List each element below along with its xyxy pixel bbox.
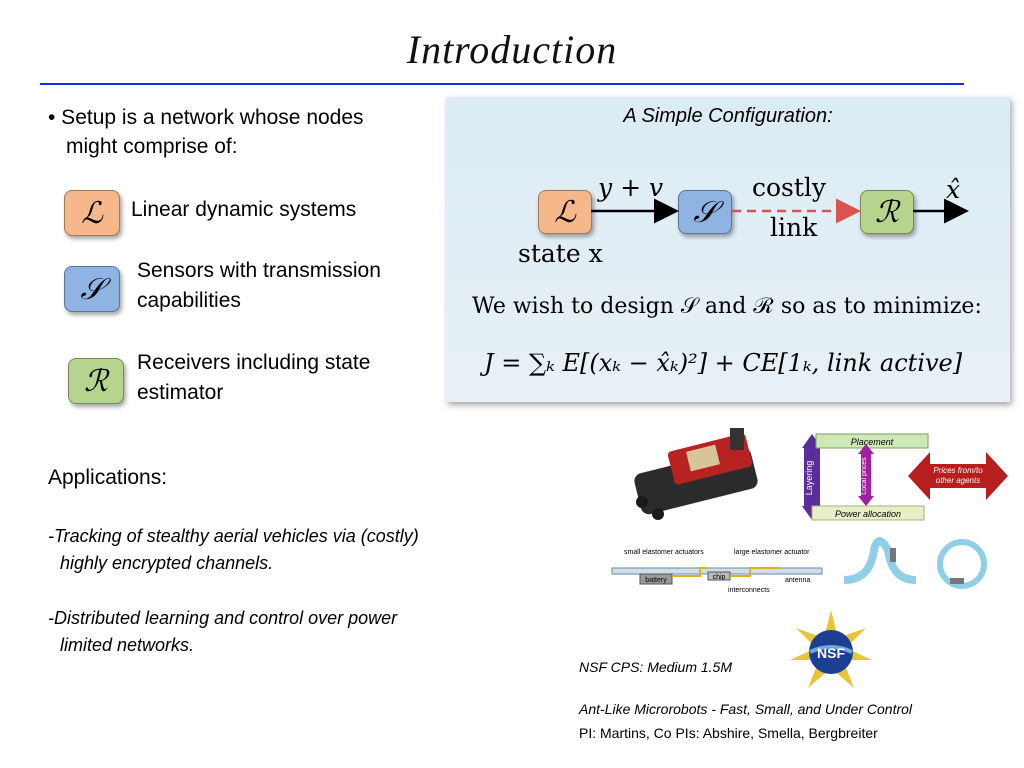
nsf-funding: NSF CPS: Medium 1.5M: [579, 659, 733, 675]
layering-text: Layering: [804, 461, 814, 496]
application-item-2-line-1: -Distributed learning and control over p…: [48, 608, 398, 628]
sensor-label-line-1: Sensors with transmission: [137, 259, 381, 282]
application-item-1-line-2: highly encrypted channels.: [60, 553, 274, 573]
large-actuator-label: large elastomer actuator: [734, 549, 810, 556]
panel-title: A Simple Configuration:: [623, 105, 833, 127]
objective-text: We wish to design 𝒮 and ℛ so as to minim…: [472, 294, 982, 319]
receiver-icon: ℛ: [68, 358, 124, 404]
cost-formula: J = ∑ₖ E[(xₖ − x̂ₖ)²] + CE[1ₖ, link acti…: [484, 349, 963, 377]
application-item-2: -Distributed learning and control over p…: [48, 605, 397, 659]
receiver-label-line-1: Receivers including state: [137, 351, 371, 374]
local-prices-arrow: [858, 444, 874, 506]
ring-actuator: [937, 539, 987, 589]
svg-text:Prices from/to: Prices from/to: [933, 466, 983, 475]
local-prices-text: Local prices: [861, 457, 868, 495]
application-item-2-line-2: limited networks.: [60, 635, 195, 655]
antenna-label: antenna: [785, 577, 810, 584]
interconnects-label: interconnects: [728, 587, 770, 594]
link-label: link: [770, 213, 818, 242]
diagram-node-r: ℛ: [860, 190, 914, 234]
applications-heading: Applications:: [48, 466, 168, 489]
placement-text: Placement: [851, 437, 894, 447]
title-underline: [40, 83, 964, 85]
power-allocation-text: Power allocation: [835, 509, 901, 519]
small-actuator-label: small elastomer actuators: [624, 549, 704, 556]
linear-system-label: Linear dynamic systems: [131, 198, 357, 221]
output-estimate-label: x̂: [946, 175, 961, 204]
costly-label: costly: [752, 173, 827, 202]
nsf-logo-text: NSF: [817, 645, 845, 661]
svg-text:other agents: other agents: [936, 476, 980, 485]
nsf-logo: NSF: [790, 610, 872, 688]
bullet-line-2: might comprise of:: [66, 135, 238, 158]
application-item-1-line-1: -Tracking of stealthy aerial vehicles vi…: [48, 526, 419, 546]
prices-arrow: [908, 452, 1008, 500]
state-label: state x: [518, 239, 603, 268]
receiver-label: Receivers including state estimator: [137, 348, 370, 408]
receiver-label-line-2: estimator: [137, 381, 224, 404]
page-title: Introduction: [406, 27, 618, 72]
power-allocation-bar: [811, 505, 925, 521]
sensor-icon: 𝒮: [64, 266, 120, 312]
battery-label: battery: [645, 577, 667, 584]
placement-bar: [815, 433, 929, 449]
nsf-project: Ant-Like Microrobots - Fast, Small, and …: [579, 701, 913, 717]
bent-actuator: [843, 537, 917, 584]
linear-system-icon: ℒ: [64, 190, 120, 236]
microrobot-figure: Layering Placement Power allocation Loca…: [611, 428, 1008, 594]
microrobot-image: [634, 428, 758, 520]
sensor-label-line-2: capabilities: [137, 289, 241, 312]
intro-bullet: • Setup is a network whose nodes might c…: [48, 103, 364, 161]
diagram-node-s: 𝒮: [678, 190, 732, 234]
chip-label: chip: [713, 574, 726, 581]
sensor-label: Sensors with transmission capabilities: [137, 256, 381, 316]
nsf-pis: PI: Martins, Co PIs: Abshire, Smella, Be…: [579, 725, 878, 741]
edge-label-y-plus-v: y + v: [598, 173, 664, 202]
diagram-arrows: [591, 198, 969, 224]
application-item-1: -Tracking of stealthy aerial vehicles vi…: [48, 523, 419, 577]
bullet-line-1: • Setup is a network whose nodes: [48, 106, 364, 129]
configuration-panel: A Simple Configuration: ℒ 𝒮 ℛ y + v cost…: [446, 97, 1010, 402]
